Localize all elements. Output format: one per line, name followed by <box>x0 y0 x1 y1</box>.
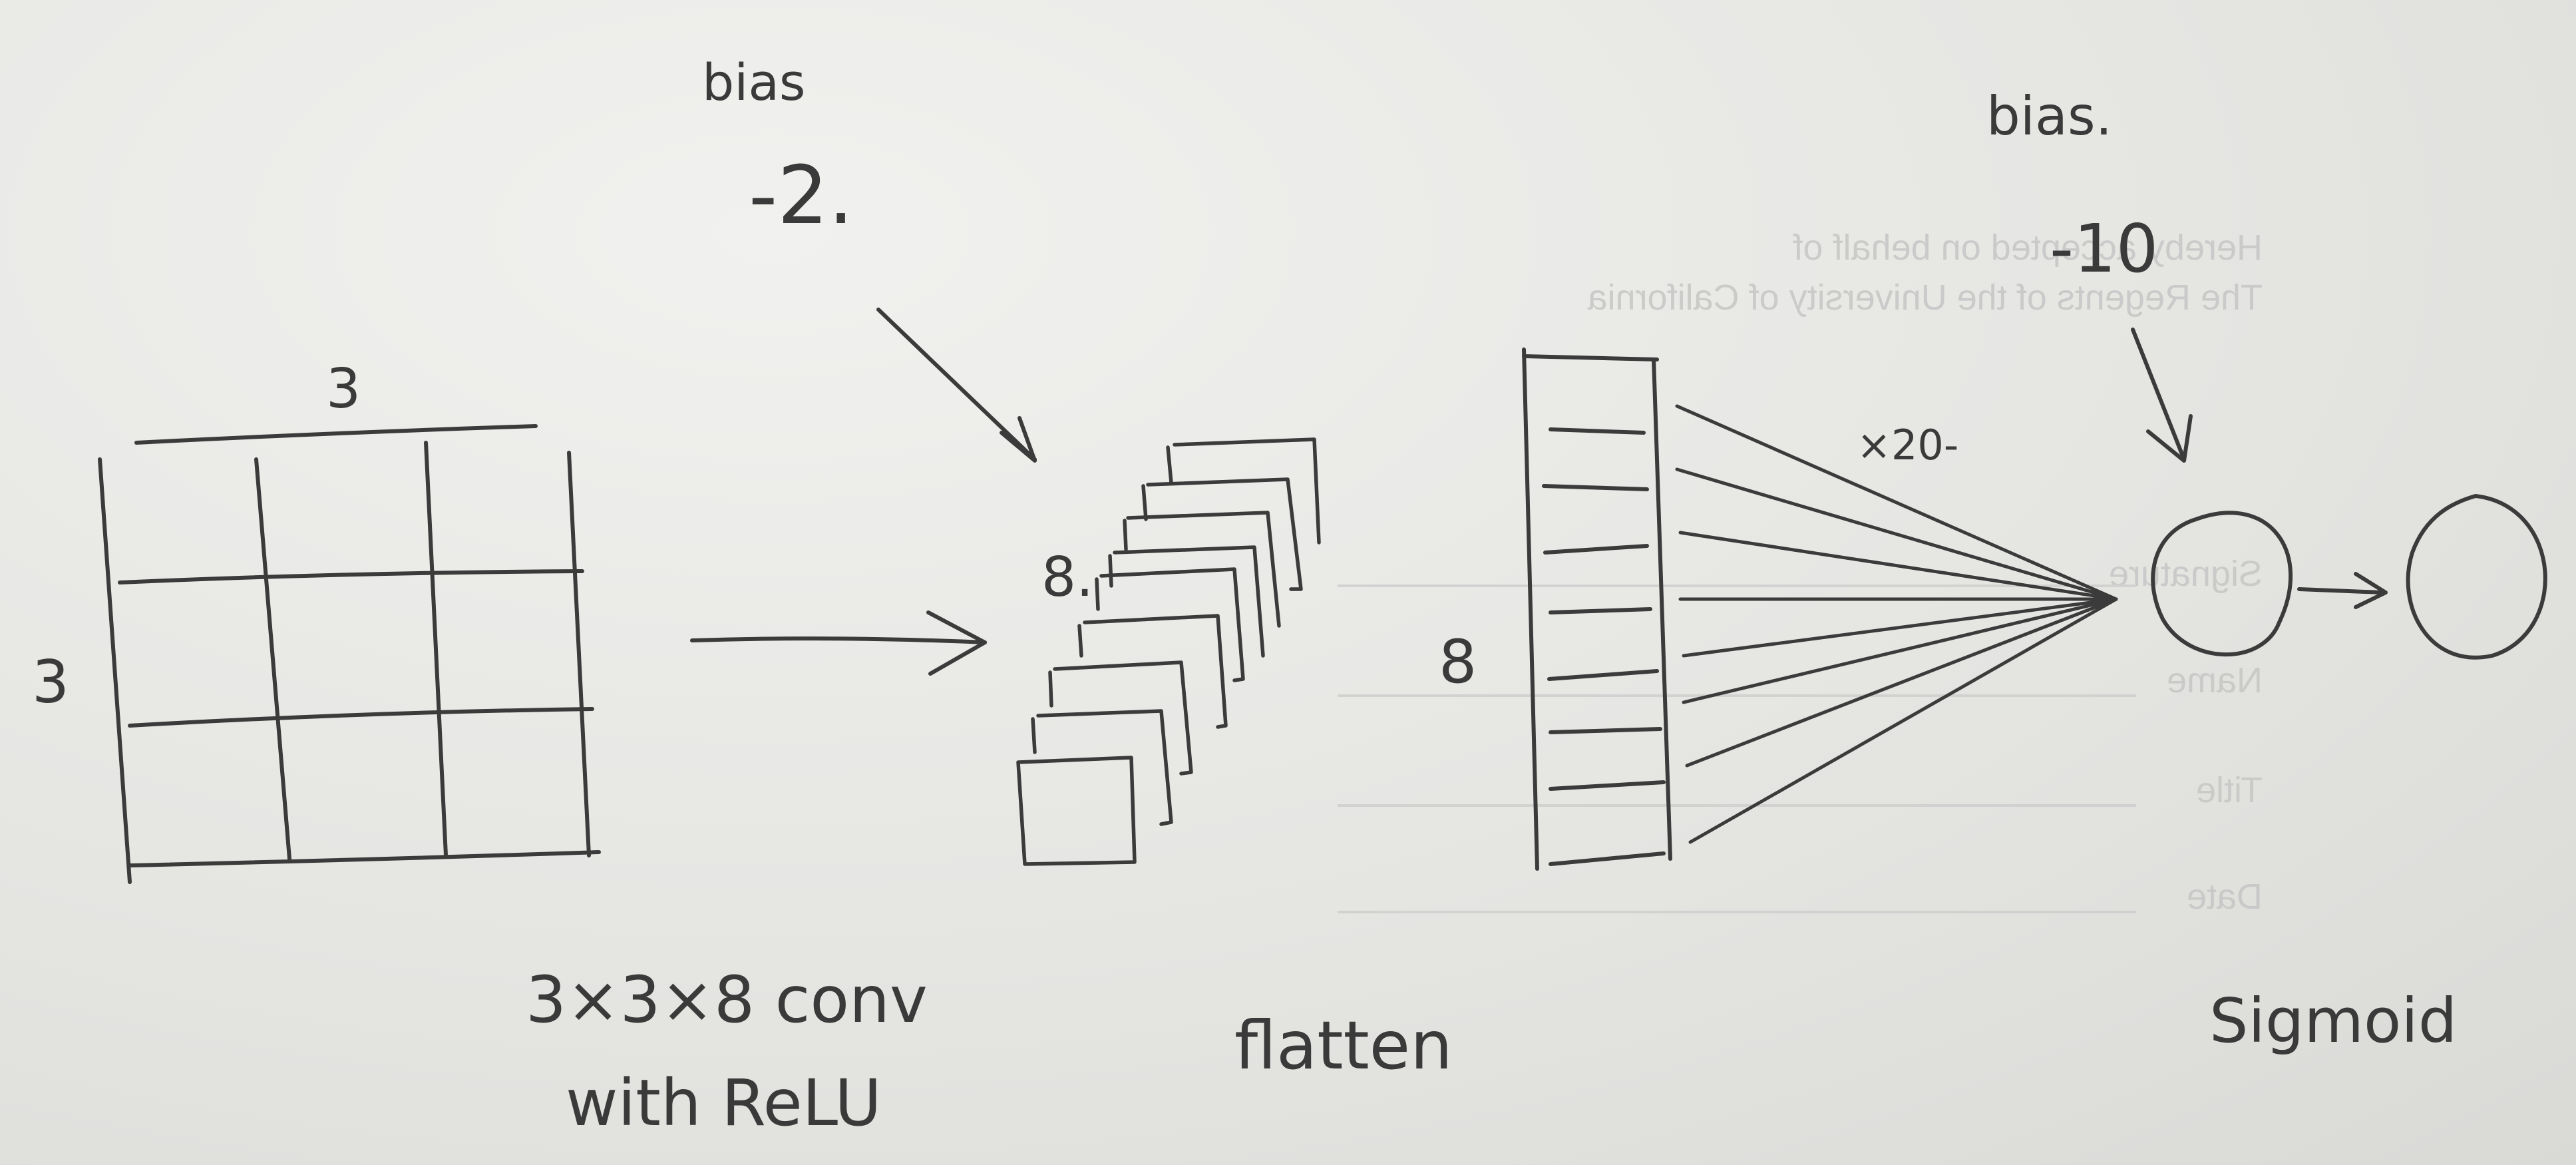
grid-label-left: 3 <box>32 648 69 716</box>
flatten-vector <box>1522 348 1672 871</box>
bleed-title: Title <box>2196 770 2263 810</box>
bleed-signature: Signature <box>2109 554 2263 594</box>
grid-row-line-1 <box>118 569 584 584</box>
stack-count: 8. <box>1041 546 1093 609</box>
conv-bias-word: bias <box>702 53 806 112</box>
bleed-date: Date <box>2187 877 2263 917</box>
weight-scale: ×20- <box>1857 421 1958 469</box>
conv-bias-value: -2. <box>749 150 854 242</box>
feature-map-stack <box>1016 437 1321 866</box>
dense-bias-word: bias. <box>1986 85 2112 147</box>
dense-node <box>2151 511 2293 657</box>
sigmoid-label: Sigmoid <box>2209 985 2457 1056</box>
grid-label-top: 3 <box>326 357 361 421</box>
flatten-label: flatten <box>1234 1007 1453 1084</box>
arrow-to-output <box>2297 572 2388 609</box>
grid-col-line-1 <box>254 457 291 861</box>
dense-bias-arrow <box>2131 328 2193 463</box>
bleed-through-text: Hereby accepted on behalf of The Regents… <box>1338 228 2263 917</box>
input-grid <box>98 424 601 884</box>
conv-label-line1: 3×3×8 conv <box>526 963 928 1037</box>
grid-row-line-2 <box>128 707 594 728</box>
flatten-size: 8 <box>1439 627 1477 697</box>
output-node <box>2406 494 2547 660</box>
dense-bias-value: -10 <box>2050 210 2158 288</box>
grid-left-edge <box>98 457 132 884</box>
bleed-name: Name <box>2167 660 2263 700</box>
conv-label-line2: with ReLU <box>566 1066 882 1140</box>
grid-bottom-edge <box>128 850 601 867</box>
dense-connections <box>1675 404 2118 844</box>
bleed-line-2: The Regents of the University of Califor… <box>1587 278 2263 318</box>
conv-bias-arrow <box>876 308 1037 463</box>
bleed-line-1: Hereby accepted on behalf of <box>1793 228 2263 268</box>
grid-right-edge <box>567 451 591 857</box>
grid-width-bracket <box>134 424 538 445</box>
arrow-to-conv <box>690 610 987 676</box>
grid-col-line-2 <box>424 441 448 857</box>
